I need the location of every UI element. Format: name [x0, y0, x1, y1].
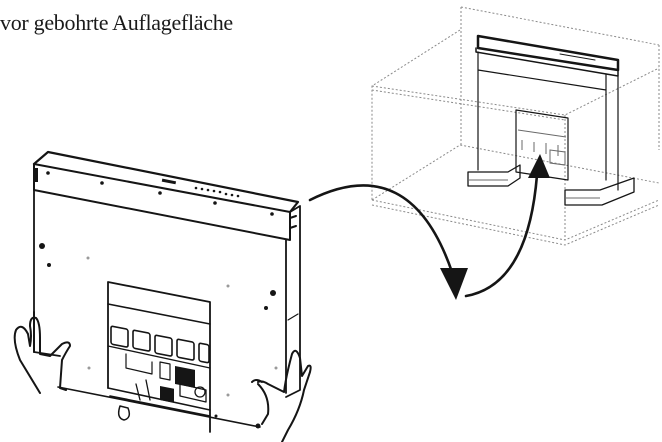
cabinet-drawing [371, 6, 660, 246]
right-hand-icon [251, 349, 312, 442]
monitor-back-drawing [32, 150, 301, 433]
curved-arrow-up-icon [464, 154, 550, 298]
left-hand-icon [13, 311, 71, 394]
mounted-monitor [467, 34, 635, 206]
caption-text: vor gebohrte Auflagefläche [0, 10, 233, 35]
curved-arrow-down-icon [308, 184, 468, 300]
